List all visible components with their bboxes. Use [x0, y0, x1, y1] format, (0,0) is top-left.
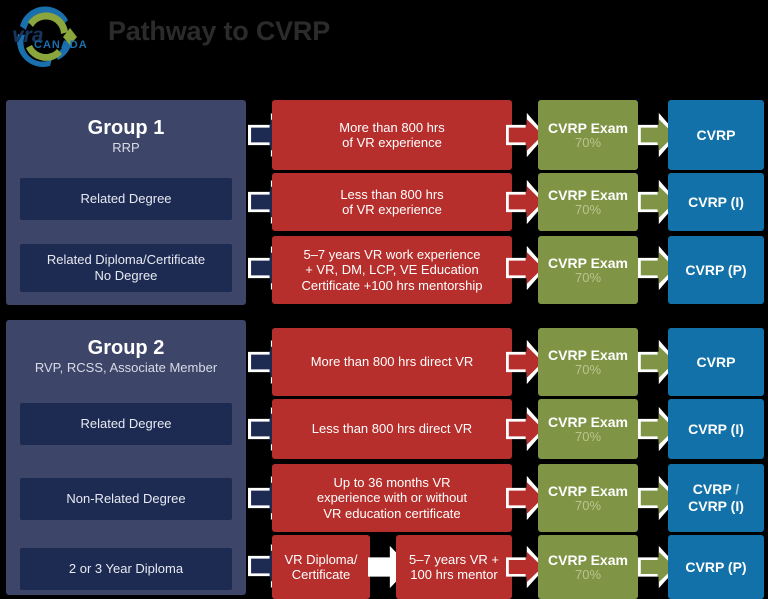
- exam-label: CVRP Exam: [548, 482, 628, 499]
- requirement-text: 5–7 years VR work experience+ VR, DM, LC…: [301, 247, 483, 293]
- exam-label: CVRP Exam: [548, 413, 628, 430]
- exam-percent: 70%: [574, 135, 602, 151]
- group-1-title: Group 1: [87, 117, 165, 139]
- exam-box-g1-r1[interactable]: CVRP Exam 70%: [538, 100, 638, 170]
- outcome-text: CVRP: [696, 126, 736, 143]
- requirement-text: 5–7 years VR +100 hrs mentor: [409, 551, 499, 582]
- header: vra CANADA Pathway to CVRP: [0, 0, 768, 95]
- exam-percent: 70%: [574, 202, 602, 218]
- requirement-box-g2-r1[interactable]: More than 800 hrs direct VR: [272, 328, 512, 396]
- group-2-box-label: Non-Related Degree: [66, 491, 186, 507]
- requirement-pre-text: VR Diploma/Certificate: [284, 551, 358, 582]
- requirement-text: More than 800 hrs direct VR: [310, 354, 474, 370]
- requirement-box-g2-r2[interactable]: Less than 800 hrs direct VR: [272, 399, 512, 459]
- exam-label: CVRP Exam: [548, 186, 628, 203]
- outcome-box-g2-r3[interactable]: CVRP / CVRP (I): [668, 464, 764, 532]
- exam-percent: 70%: [574, 362, 602, 378]
- exam-box-g1-r2[interactable]: CVRP Exam 70%: [538, 173, 638, 231]
- requirement-box-g1-r3[interactable]: 5–7 years VR work experience+ VR, DM, LC…: [272, 236, 512, 304]
- requirement-box-g2-r4-pre[interactable]: VR Diploma/Certificate: [272, 535, 370, 599]
- group-2-box-non-related-degree[interactable]: Non-Related Degree: [20, 478, 232, 520]
- outcome-text: CVRP (P): [685, 261, 747, 278]
- exam-percent: 70%: [574, 498, 602, 514]
- outcome-box-g2-r2[interactable]: CVRP (I): [668, 399, 764, 459]
- exam-label: CVRP Exam: [548, 551, 628, 568]
- outcome-text: CVRP: [696, 353, 736, 370]
- outcome-line-2: CVRP (I): [688, 498, 744, 514]
- outcome-text-primary: CVRP: [692, 481, 732, 498]
- group-1-panel: Group 1 RRP Related Degree Related Diplo…: [6, 100, 246, 305]
- exam-box-g2-r4[interactable]: CVRP Exam 70%: [538, 535, 638, 599]
- svg-text:CANADA: CANADA: [34, 39, 88, 51]
- outcome-box-g2-r4[interactable]: CVRP (P): [668, 535, 764, 599]
- outcome-box-g1-r3[interactable]: CVRP (P): [668, 236, 764, 304]
- group-2-box-label: 2 or 3 Year Diploma: [68, 561, 184, 577]
- exam-label: CVRP Exam: [548, 119, 628, 136]
- svg-text:vra: vra: [12, 24, 44, 47]
- outcome-slash: /: [731, 481, 740, 498]
- group-2-panel: Group 2 RVP, RCSS, Associate Member Rela…: [6, 320, 246, 595]
- outcome-text: CVRP (I): [688, 193, 744, 210]
- group-2-box-label: Related Degree: [80, 416, 172, 432]
- outcome-line-1: CVRP /: [693, 481, 739, 498]
- requirement-text: Less than 800 hrs direct VR: [311, 421, 473, 437]
- page-title: Pathway to CVRP: [108, 16, 331, 46]
- outcome-text: CVRP (P): [685, 558, 747, 575]
- outcome-box-g2-r1[interactable]: CVRP: [668, 328, 764, 396]
- outcome-box-g1-r1[interactable]: CVRP: [668, 100, 764, 170]
- requirement-box-g2-r4[interactable]: 5–7 years VR +100 hrs mentor: [396, 535, 512, 599]
- exam-box-g1-r3[interactable]: CVRP Exam 70%: [538, 236, 638, 304]
- exam-box-g2-r2[interactable]: CVRP Exam 70%: [538, 399, 638, 459]
- exam-percent: 70%: [574, 270, 602, 286]
- outcome-text: CVRP (I): [688, 420, 744, 437]
- exam-percent: 70%: [574, 429, 602, 445]
- group-2-box-related-degree[interactable]: Related Degree: [20, 403, 232, 445]
- vra-canada-logo: vra CANADA: [6, 4, 94, 74]
- group-1-box-label: Related Degree: [80, 191, 172, 207]
- exam-label: CVRP Exam: [548, 346, 628, 363]
- group-2-box-two-or-three-year-diploma[interactable]: 2 or 3 Year Diploma: [20, 548, 232, 590]
- exam-box-g2-r3[interactable]: CVRP Exam 70%: [538, 464, 638, 532]
- outcome-box-g1-r2[interactable]: CVRP (I): [668, 173, 764, 231]
- exam-label: CVRP Exam: [548, 254, 628, 271]
- exam-percent: 70%: [574, 567, 602, 583]
- group-2-title: Group 2: [87, 337, 165, 359]
- group-2-subtitle: RVP, RCSS, Associate Member: [34, 360, 218, 375]
- group-1-subtitle: RRP: [112, 140, 140, 155]
- exam-box-g2-r1[interactable]: CVRP Exam 70%: [538, 328, 638, 396]
- group-1-box-related-degree[interactable]: Related Degree: [20, 178, 232, 220]
